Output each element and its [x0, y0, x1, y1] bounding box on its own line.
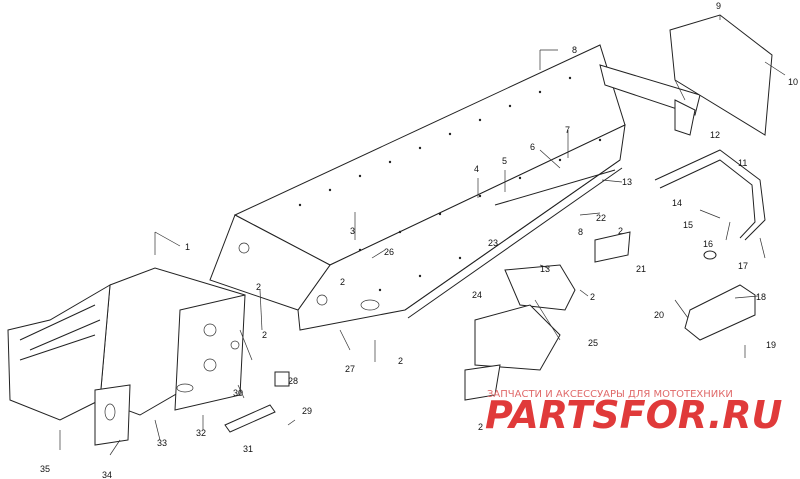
part-label: 16	[703, 239, 713, 249]
part-label: 2	[340, 277, 345, 287]
tunnel-assembly	[209, 44, 626, 331]
bracket-21	[594, 231, 631, 263]
part-label: 35	[40, 464, 50, 474]
part-label: 18	[756, 292, 766, 302]
handle-17	[703, 250, 717, 260]
part-label: 15	[683, 220, 693, 230]
part-label: 25	[588, 338, 598, 348]
cover-18	[684, 284, 756, 341]
part-label: 27	[345, 364, 355, 374]
part-label: 8	[578, 227, 583, 237]
part-label: 24	[472, 290, 482, 300]
part-label: 28	[288, 376, 298, 386]
part-label: 9	[716, 1, 721, 11]
part-label: 2	[256, 282, 261, 292]
part-label: 22	[596, 213, 606, 223]
part-label: 14	[672, 198, 682, 208]
watermark: ЗАПЧАСТИ И АКСЕССУАРЫ ДЛЯ МОТОТЕХНИКИ PA…	[485, 389, 783, 437]
part-label: 1	[185, 242, 190, 252]
part-label: 31	[243, 444, 253, 454]
part-label: 12	[710, 130, 720, 140]
rear-grab-bar	[654, 149, 766, 241]
part-label: 30	[233, 388, 243, 398]
leader-lines	[59, 15, 786, 456]
plate-31	[224, 404, 276, 433]
part-label: 26	[384, 247, 394, 257]
part-label: 13	[540, 264, 550, 274]
mount-24	[504, 264, 576, 311]
watermark-caption: ЗАПЧАСТИ И АКСЕССУАРЫ ДЛЯ МОТОТЕХНИКИ	[487, 389, 733, 400]
part-label: 29	[302, 406, 312, 416]
snow-flap	[669, 14, 773, 136]
part-label: 32	[196, 428, 206, 438]
part-label: 4	[474, 164, 479, 174]
part-label: 23	[488, 238, 498, 248]
block-28	[274, 371, 290, 387]
part-label: 2	[478, 422, 483, 432]
part-label: 2	[590, 292, 595, 302]
part-label: 17	[738, 261, 748, 271]
part-label: 3	[350, 226, 355, 236]
part-label: 11	[738, 158, 747, 168]
part-label: 5	[502, 156, 507, 166]
part-label: 33	[157, 438, 167, 448]
part-label: 7	[565, 125, 570, 135]
part-label: 13	[622, 177, 632, 187]
front-bulkhead	[7, 267, 246, 446]
part-label: 8	[572, 45, 577, 55]
part-label: 34	[102, 470, 112, 479]
part-label: 2	[618, 226, 623, 236]
part-label: 20	[654, 310, 664, 320]
watermark-logo-part1: PARTS	[485, 393, 620, 437]
part-label: 6	[530, 142, 535, 152]
mount-25	[464, 304, 561, 401]
tunnel-rivets	[298, 76, 602, 292]
part-label: 21	[636, 264, 646, 274]
part-labels: 1 2 2 2 2 2 2 2 3 4 5 6 7 8 8 9 10 11 12…	[40, 1, 798, 479]
watermark-logo-part2: FOR.RU	[620, 393, 783, 437]
rear-bumper-bracket	[599, 64, 701, 136]
watermark-logo: PARTSFOR.RU	[485, 393, 783, 437]
part-label: 2	[398, 356, 403, 366]
part-label: 19	[766, 340, 776, 350]
part-label: 2	[262, 330, 267, 340]
part-label: 10	[788, 77, 798, 87]
